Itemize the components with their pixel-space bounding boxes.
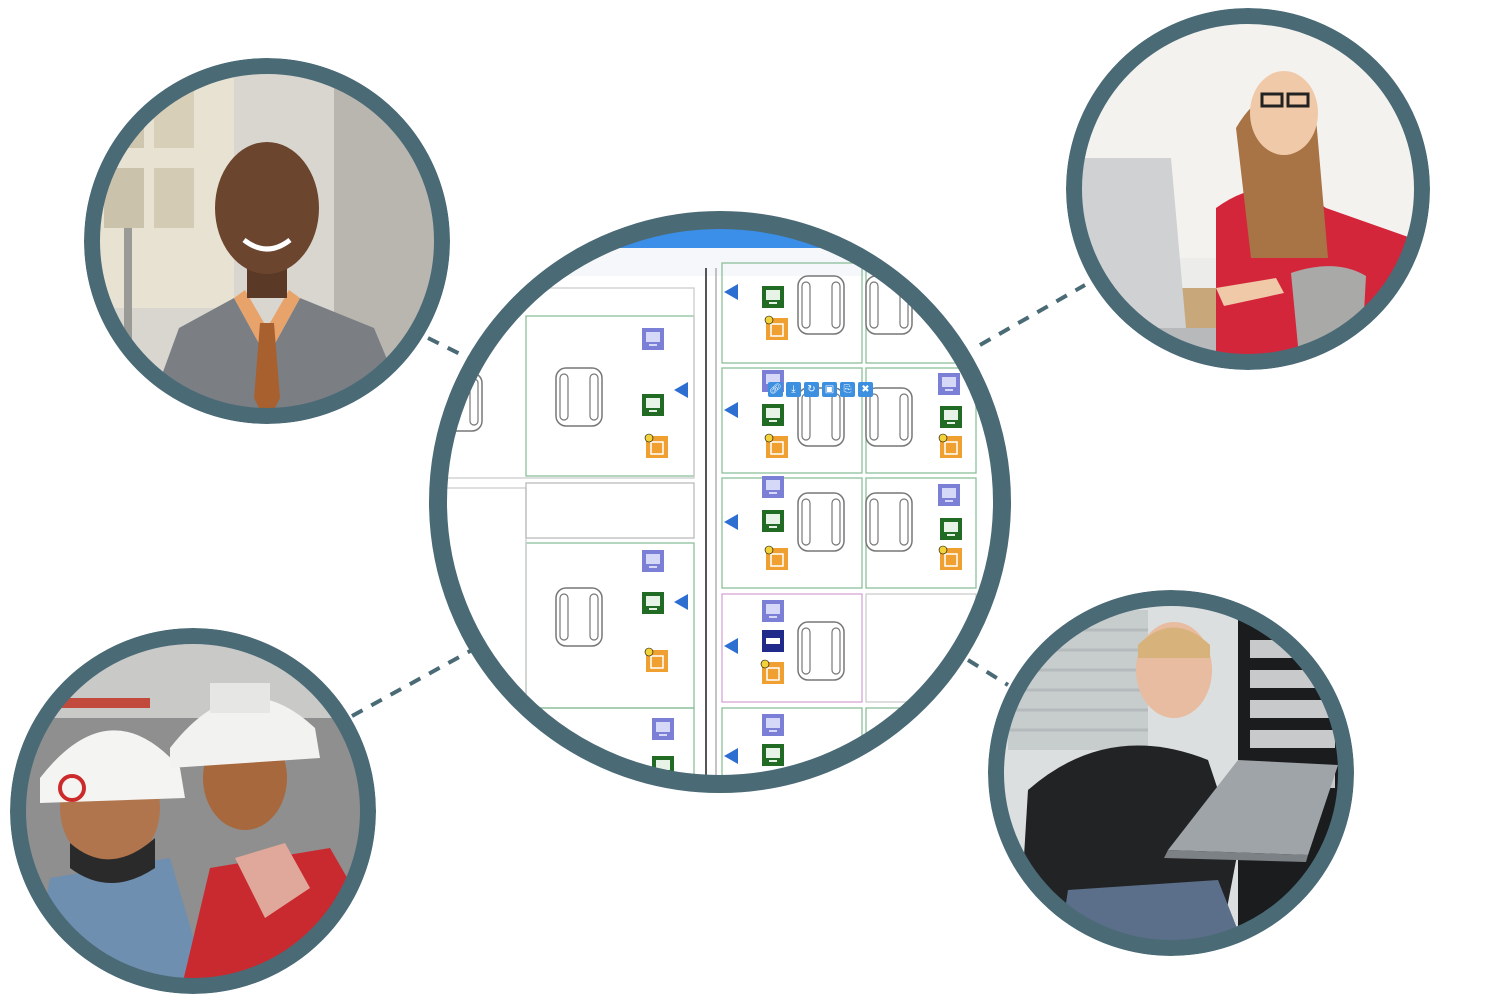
desktop-icon (642, 394, 664, 416)
printer-icon (762, 630, 784, 652)
connector-top-right (979, 283, 1086, 347)
paperclip-icon[interactable]: ⎘ (840, 382, 855, 397)
download-icon[interactable]: ⤓ (786, 382, 801, 397)
refresh-icon[interactable]: ↻ (804, 382, 819, 397)
monitor-icon (642, 328, 664, 350)
woman-with-laptop-photo (1066, 8, 1430, 370)
construction-workers-photo (10, 628, 376, 994)
camera-icon[interactable]: ▣ (822, 382, 837, 397)
link-icon[interactable]: 🔗︎ (768, 382, 783, 397)
element-toolbar: 🔗︎ ⤓ ↻ ▣ ⎘ ✖ (768, 382, 873, 397)
businessman-photo (84, 58, 450, 424)
it-technician-server-room-photo (988, 590, 1354, 956)
phone-icon (644, 433, 669, 459)
trash-icon[interactable]: ✖ (858, 382, 873, 397)
connector-bottom-right (966, 658, 1010, 687)
connector-bottom-left (351, 648, 473, 718)
connector-top-left (427, 336, 469, 360)
floor-plan-screenshot: 🔗︎ ⤓ ↻ ▣ ⎘ ✖ (426, 208, 1014, 796)
